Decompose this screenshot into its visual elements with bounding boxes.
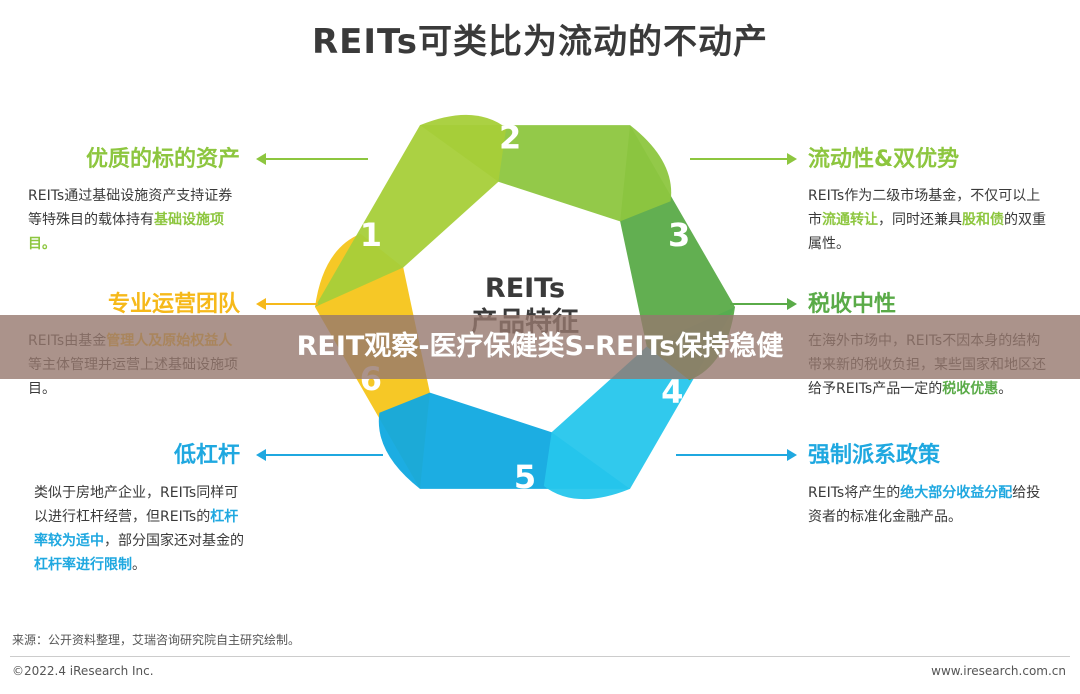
feature-title-pro-team: 专业运营团队 bbox=[107, 292, 240, 317]
desc-text: ，同时还兼具 bbox=[878, 212, 962, 228]
desc-text: 。 bbox=[132, 557, 146, 573]
copyright: ©2022.4 iResearch Inc. bbox=[12, 664, 154, 678]
segment-number-2: 2 bbox=[499, 119, 521, 157]
feature-title-quality-assets: 优质的标的资产 bbox=[85, 147, 240, 172]
feature-desc-mandatory-dividend: REITs将产生的绝大部分收益分配给投资者的标准化金融产品。 bbox=[808, 481, 1052, 529]
feature-desc-quality-assets: REITs通过基础设施资产支持证券等特殊目的载体持有基础设施项目。 bbox=[28, 184, 243, 256]
desc-text: REITs作为二级市场基金，不仅可以上市 bbox=[808, 188, 1041, 228]
arrow-bottom-right bbox=[676, 449, 797, 461]
arrow-top-right bbox=[690, 153, 797, 165]
highlight-text: 杠杆率较为适中 bbox=[34, 509, 239, 549]
overlay-title: REIT观察-医疗保健类S-REITs保持稳健 bbox=[296, 331, 784, 362]
feature-title-liquidity: 流动性&双优势 bbox=[808, 147, 960, 172]
highlight-text: 税收优惠 bbox=[942, 381, 999, 397]
highlight-text: 绝大部分收益分配 bbox=[900, 485, 1013, 501]
source-note: 来源：公开资料整理，艾瑞咨询研究院自主研究绘制。 bbox=[12, 633, 301, 647]
desc-text: REITs通过基础设施资产支持证券等特殊目的载体持有 bbox=[28, 188, 233, 228]
arrow-mid-right bbox=[730, 298, 797, 310]
feature-desc-low-leverage: 类似于房地产企业，REITs同样可以进行杠杆经营，但REITs的杠杆率较为适中，… bbox=[34, 481, 244, 577]
segment-number-3: 3 bbox=[668, 216, 690, 254]
segment-number-5: 5 bbox=[514, 458, 536, 496]
footer-divider bbox=[10, 656, 1070, 657]
segment-number-1: 1 bbox=[360, 216, 382, 254]
segment-number-4: 4 bbox=[661, 373, 683, 411]
desc-text: 给投资者的标准化金融产品。 bbox=[808, 485, 1041, 525]
desc-text: 。 bbox=[998, 381, 1013, 397]
feature-title-low-leverage: 低杠杆 bbox=[173, 443, 240, 468]
arrow-top-left bbox=[256, 153, 368, 165]
arrow-mid-left bbox=[256, 298, 318, 310]
feature-desc-liquidity: REITs作为二级市场基金，不仅可以上市流通转让，同时还兼具股和债的双重属性。 bbox=[808, 184, 1052, 256]
hexagon-segment-1 bbox=[315, 114, 507, 307]
page-title: REITs可类比为流动的不动产 bbox=[312, 22, 768, 62]
desc-text: 的双重属性。 bbox=[808, 212, 1046, 252]
highlight-text: 杠杆率进行限制 bbox=[34, 557, 132, 573]
center-label-line1: REITs bbox=[484, 273, 566, 304]
arrow-bottom-left bbox=[256, 449, 383, 461]
desc-text: ，部分国家还对基金的 bbox=[104, 533, 244, 549]
desc-text: 类似于房地产企业，REITs同样可以进行杠杆经营，但REITs的 bbox=[34, 485, 239, 525]
overlay-banner bbox=[0, 315, 1080, 379]
feature-title-mandatory-dividend: 强制派系政策 bbox=[808, 443, 941, 468]
website-link[interactable]: www.iresearch.com.cn bbox=[931, 664, 1066, 678]
highlight-text: 流通转让 bbox=[822, 212, 878, 228]
feature-title-tax-neutral: 税收中性 bbox=[808, 292, 897, 317]
highlight-text: 股和债 bbox=[962, 212, 1004, 228]
desc-text: REITs将产生的 bbox=[808, 485, 901, 501]
highlight-text: 基础设施项目。 bbox=[28, 212, 224, 252]
